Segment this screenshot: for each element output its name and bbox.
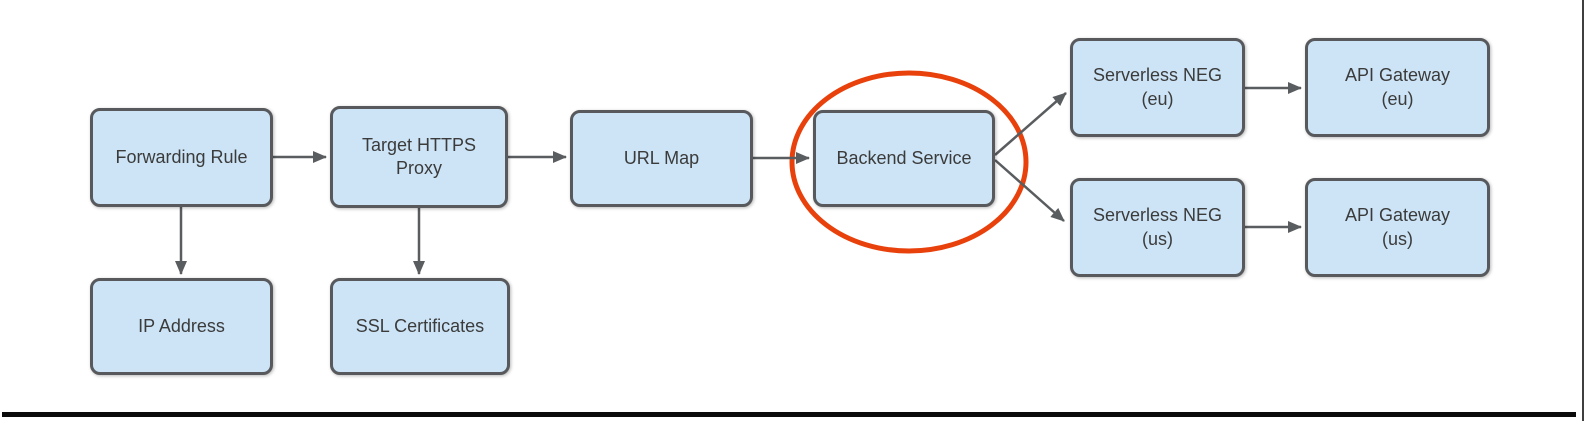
node-ssl-certificates: SSL Certificates — [330, 278, 510, 375]
node-label: API Gateway (us) — [1344, 205, 1451, 249]
node-forwarding-rule: Forwarding Rule — [90, 108, 273, 207]
node-label: Serverless NEG (us) — [1092, 205, 1223, 249]
node-url-map: URL Map — [570, 110, 753, 207]
window-bottom-border — [2, 412, 1576, 417]
highlight-ellipse — [789, 70, 1029, 254]
edge-backend-service-to-serverless-neg-eu — [994, 92, 1067, 156]
node-label: IP Address — [138, 315, 225, 336]
node-label: Backend Service — [836, 147, 972, 168]
node-serverless-neg-us: Serverless NEG (us) — [1070, 178, 1245, 277]
node-target-https-proxy: Target HTTPS Proxy — [330, 106, 508, 208]
edge-backend-service-to-serverless-neg-us — [994, 159, 1065, 222]
node-label: Target HTTPS Proxy — [361, 134, 477, 178]
window-right-border — [1582, 0, 1584, 421]
node-api-gateway-us: API Gateway (us) — [1305, 178, 1490, 277]
node-label: URL Map — [623, 147, 700, 168]
node-label: SSL Certificates — [355, 315, 485, 336]
node-label: Forwarding Rule — [115, 146, 248, 167]
node-backend-service: Backend Service — [813, 110, 995, 207]
node-api-gateway-eu: API Gateway (eu) — [1305, 38, 1490, 137]
node-serverless-neg-eu: Serverless NEG (eu) — [1070, 38, 1245, 137]
node-label: Serverless NEG (eu) — [1092, 65, 1223, 109]
node-ip-address: IP Address — [90, 278, 273, 375]
node-label: API Gateway (eu) — [1344, 65, 1451, 109]
